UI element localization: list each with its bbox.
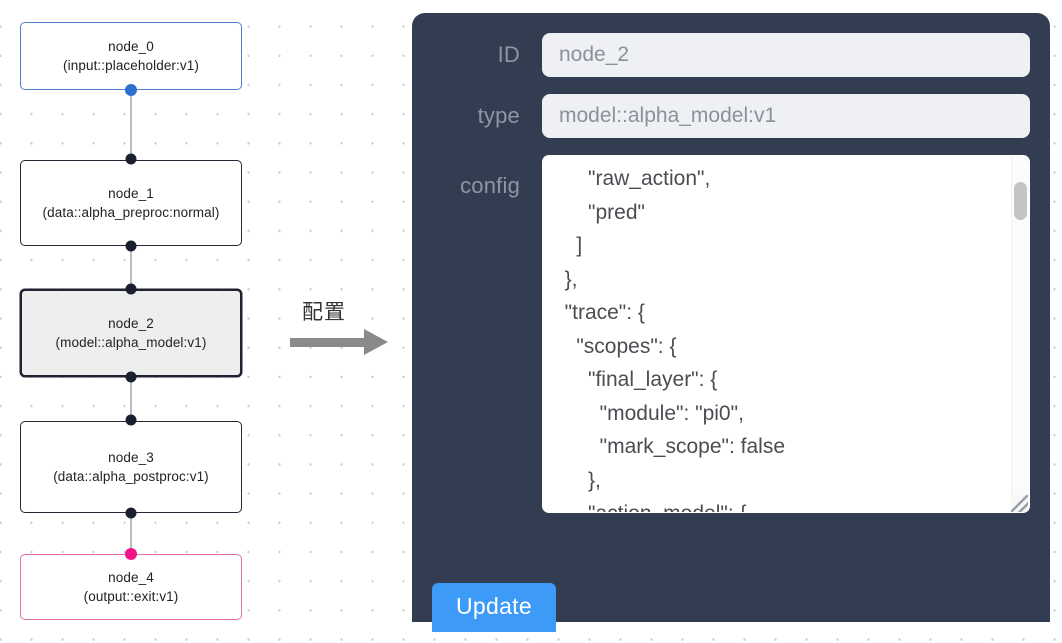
node-handle-node_0-out[interactable] xyxy=(125,84,137,96)
node-label: node_0 (input::placeholder:v1) xyxy=(63,39,199,73)
node-handle-node_3-in[interactable] xyxy=(125,414,137,426)
graph-node-node_3[interactable]: node_3 (data::alpha_postproc:v1) xyxy=(20,421,242,513)
graph-node-node_2[interactable]: node_2 (model::alpha_model:v1) xyxy=(20,289,242,377)
config-resize-handle[interactable] xyxy=(1011,495,1028,512)
type-input[interactable] xyxy=(542,94,1030,138)
arrow-right-icon xyxy=(290,338,366,347)
edge-node1-node2 xyxy=(130,245,132,290)
graph-node-node_1[interactable]: node_1 (data::alpha_preproc:normal) xyxy=(20,160,242,246)
edge-node2-node3 xyxy=(130,376,132,420)
node-label: node_3 (data::alpha_postproc:v1) xyxy=(53,450,209,484)
type-field-label: type xyxy=(477,103,520,128)
node-inspector-panel: ID type config "raw_action", "pred" ] },… xyxy=(412,13,1050,632)
config-textarea[interactable]: "raw_action", "pred" ] }, "trace": { "sc… xyxy=(542,155,1030,513)
id-input[interactable] xyxy=(542,33,1030,77)
graph-node-node_0[interactable]: node_0 (input::placeholder:v1) xyxy=(20,22,242,90)
arrow-head-icon xyxy=(364,329,388,355)
config-scrollbar-thumb[interactable] xyxy=(1014,182,1027,220)
node-handle-node_1-in[interactable] xyxy=(125,153,137,165)
node-label: node_1 (data::alpha_preproc:normal) xyxy=(42,186,220,220)
node-handle-node_3-out[interactable] xyxy=(125,507,137,519)
field-row-type: type xyxy=(432,94,1030,138)
node-label: node_2 (model::alpha_model:v1) xyxy=(55,316,207,350)
node-label: node_4 (output::exit:v1) xyxy=(83,570,179,604)
config-json-text[interactable]: "raw_action", "pred" ] }, "trace": { "sc… xyxy=(564,167,785,512)
config-field-label: config xyxy=(460,173,520,198)
field-row-id: ID xyxy=(432,33,1030,77)
graph-canvas[interactable]: node_0 (input::placeholder:v1) node_1 (d… xyxy=(0,0,400,643)
node-handle-node_2-in[interactable] xyxy=(125,283,137,295)
annotation-config-arrow: 配置 xyxy=(290,296,395,360)
id-field-label: ID xyxy=(497,42,520,67)
field-row-config: config "raw_action", "pred" ] }, "trace"… xyxy=(432,155,1030,513)
graph-node-node_4[interactable]: node_4 (output::exit:v1) xyxy=(20,554,242,620)
edge-node0-node1 xyxy=(130,90,132,160)
config-scrollbar-track[interactable] xyxy=(1011,156,1029,512)
node-handle-node_2-out[interactable] xyxy=(125,371,137,383)
node-handle-node_1-out[interactable] xyxy=(125,240,137,252)
annotation-label: 配置 xyxy=(302,300,346,324)
edge-node3-node4 xyxy=(130,512,132,554)
update-button[interactable]: Update xyxy=(432,583,556,632)
node-handle-node_4-in[interactable] xyxy=(125,548,137,560)
